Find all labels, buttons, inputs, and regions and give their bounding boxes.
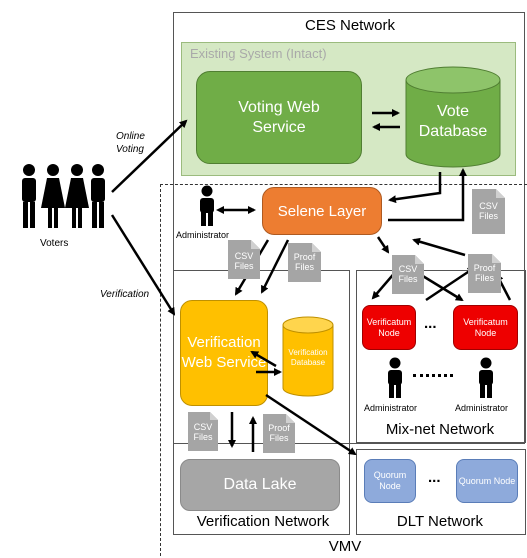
csv-files-icon	[472, 189, 505, 234]
verification-network-title: Verification Network	[196, 513, 330, 530]
verification-web-service: Verification Web Service	[180, 300, 268, 406]
vote-database-label: Vote Database	[418, 103, 488, 140]
verification-database-cylinder	[282, 316, 334, 397]
quorum-node-2: Quorum Node	[456, 459, 518, 503]
online-voting-label: Online Voting	[116, 131, 145, 155]
proof-files-icon	[468, 254, 501, 293]
verification-flow-label: Verification	[100, 289, 150, 300]
quorum-ellipsis: ...	[428, 469, 441, 486]
data-lake: Data Lake	[180, 459, 340, 511]
vote-database-cylinder	[405, 66, 501, 168]
quorum-node-1: Quorum Node	[364, 459, 416, 503]
existing-system-title: Existing System (Intact)	[190, 46, 327, 61]
administrator-icon	[200, 185, 214, 226]
proof-files-label-2: Proof Files	[473, 263, 496, 283]
voting-web-service: Voting Web Service	[196, 71, 362, 164]
verification-database-label: Verification Database	[288, 348, 328, 367]
dlt-network-frame	[356, 449, 526, 535]
verificatum-node-1: Verificatum Node	[362, 305, 416, 350]
administrator-label-selene: Administrator	[176, 230, 230, 240]
csv-files-label-2: CSV Files	[234, 251, 254, 271]
verificatum-ellipsis: ...	[424, 315, 437, 332]
admin-dotted-link	[413, 374, 453, 377]
voters-icon	[22, 164, 105, 228]
csv-files-label-1: CSV Files	[478, 201, 498, 221]
csv-files-icon	[392, 255, 424, 294]
voters-label: Voters	[40, 238, 69, 249]
csv-files-icon	[228, 240, 260, 279]
csv-files-label-4: CSV Files	[193, 422, 213, 442]
mixnet-network-title: Mix-net Network	[385, 421, 495, 438]
administrator-icon	[479, 357, 493, 398]
selene-layer: Selene Layer	[262, 187, 382, 235]
administrator-label-mixnet-2: Administrator	[455, 403, 509, 413]
mixnet-network-frame	[356, 270, 526, 443]
vmv-title: VMV	[328, 538, 362, 555]
ces-network-title: CES Network	[304, 17, 396, 34]
proof-files-icon	[263, 414, 295, 453]
proof-files-label-3: Proof Files	[268, 423, 290, 443]
administrator-label-mixnet-1: Administrator	[364, 403, 418, 413]
proof-files-label-1: Proof Files	[293, 252, 316, 272]
vmv-frame	[160, 184, 527, 556]
proof-files-icon	[288, 243, 321, 282]
dlt-network-title: DLT Network	[396, 513, 484, 530]
administrator-icon	[388, 357, 402, 398]
csv-files-icon	[188, 412, 218, 451]
verificatum-node-2: Verificatum Node	[453, 305, 518, 350]
csv-files-label-3: CSV Files	[398, 264, 418, 284]
